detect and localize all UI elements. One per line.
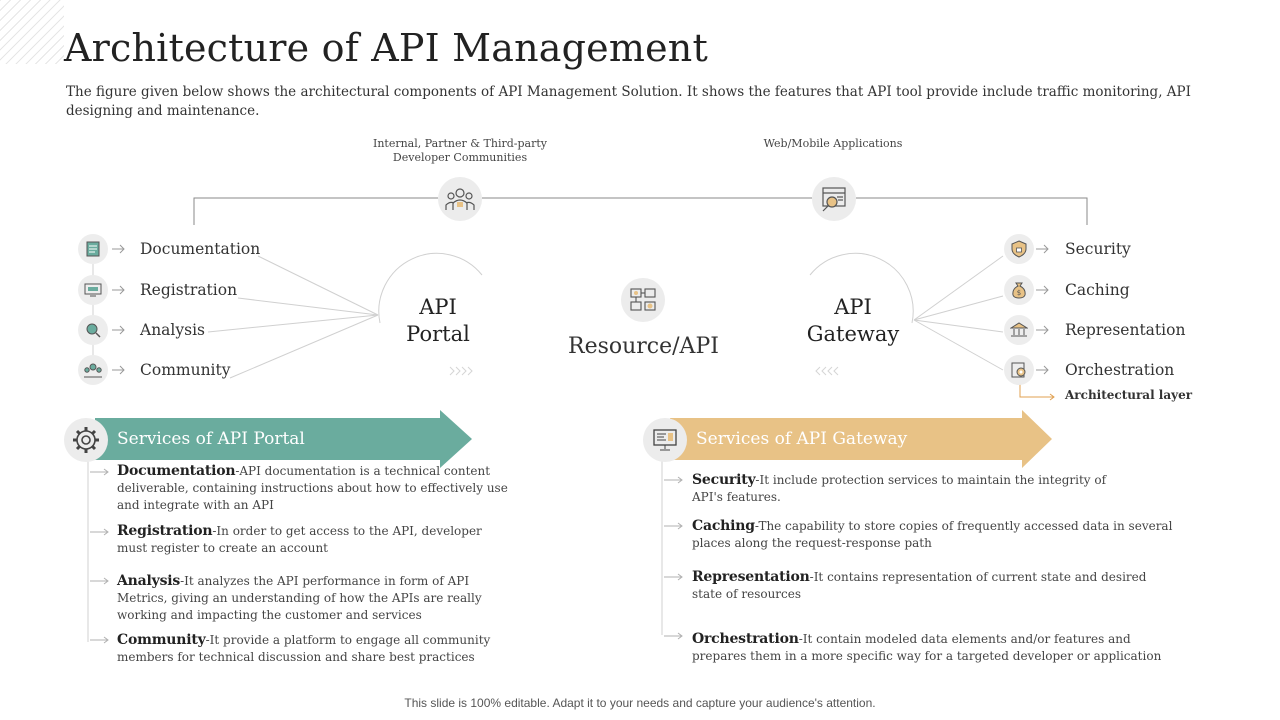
description: The capability to store copies of freque…: [692, 519, 1173, 550]
description: It analyzes the API performance in form …: [117, 574, 482, 622]
term: Analysis: [117, 573, 181, 589]
description: It include protection services to mainta…: [692, 473, 1107, 504]
gateway-services-banner-arrow: [670, 410, 1052, 468]
analysis-icon: [78, 315, 108, 345]
page-title: Architecture of API Management: [64, 26, 708, 70]
security-shield-icon: [1004, 234, 1034, 264]
representation-building-icon: [1004, 315, 1034, 345]
portal-service-registration: Registration-In order to get access to t…: [117, 523, 482, 555]
portal-item-registration: Registration: [140, 281, 238, 299]
description: It contain modeled data elements and/or …: [692, 632, 1162, 663]
portal-item-analysis: Analysis: [140, 321, 205, 339]
term: Registration: [117, 523, 213, 539]
portal-service-community: Community-It provide a platform to engag…: [117, 632, 491, 664]
portal-item-community: Community: [140, 361, 231, 379]
portal-service-analysis: Analysis-It analyzes the API performance…: [117, 573, 482, 622]
developer-communities-label: Internal, Partner & Third-party Develope…: [372, 137, 547, 164]
portal-arc: [378, 252, 483, 324]
term: Documentation: [117, 463, 236, 479]
description: In order to get access to the API, devel…: [117, 524, 482, 555]
monitor-dashboard-icon: [643, 418, 687, 462]
portal-services-banner: Services of API Portal: [117, 429, 305, 449]
gateway-service-security: Security-It include protection services …: [692, 472, 1107, 504]
top-left-connector: [193, 197, 438, 225]
orchestration-gear-icon: [1004, 355, 1034, 385]
footer-note: This slide is 100% editable. Adapt it to…: [404, 696, 876, 710]
term: Caching: [692, 518, 755, 534]
web-mobile-apps-label: Web/Mobile Applications: [763, 137, 903, 150]
gateway-item-caching: Caching: [1065, 281, 1130, 299]
gateway-service-orchestration: Orchestration-It contain modeled data el…: [692, 631, 1162, 663]
resource-api-label: Resource/API: [568, 334, 719, 359]
api-portal-title-line2: Portal: [406, 322, 470, 346]
gateway-arc: [809, 252, 914, 324]
term: Security: [692, 472, 756, 488]
api-gateway-title-line1: API: [834, 295, 872, 319]
community-icon: [78, 355, 108, 385]
gateway-services-banner: Services of API Gateway: [696, 429, 908, 449]
resource-api-icon: [621, 278, 665, 322]
api-portal-hub: API Portal: [368, 294, 508, 348]
api-gateway-hub: API Gateway: [783, 294, 923, 348]
api-gateway-title-line2: Gateway: [806, 322, 900, 346]
term: Orchestration: [692, 631, 799, 647]
description: It contains representation of current st…: [692, 570, 1147, 601]
gateway-item-orchestration: Orchestration: [1065, 361, 1175, 379]
term: Representation: [692, 569, 810, 585]
registration-icon: [78, 275, 108, 305]
portal-item-documentation: Documentation: [140, 240, 261, 258]
gateway-item-security: Security: [1065, 240, 1131, 258]
svg-text:$: $: [1017, 289, 1021, 297]
api-portal-title-line1: API: [419, 295, 457, 319]
term: Community: [117, 632, 206, 648]
description: It provide a platform to engage all comm…: [117, 633, 491, 664]
architectural-layer-label: Architectural layer: [1065, 388, 1193, 402]
page-subtitle: The figure given below shows the archite…: [66, 84, 1191, 119]
developer-group-icon: [438, 177, 482, 221]
portal-service-documentation: Documentation-API documentation is a tec…: [117, 463, 508, 512]
gateway-item-representation: Representation: [1065, 321, 1186, 339]
caching-money-bag-icon: $: [1004, 275, 1034, 305]
documentation-icon: [78, 234, 108, 264]
description: API documentation is a technical content…: [117, 464, 508, 512]
top-right-connector: [856, 197, 1088, 225]
portal-services-banner-arrow: [95, 410, 472, 468]
web-application-icon: [812, 177, 856, 221]
settings-gear-icon: [64, 418, 108, 462]
gateway-service-representation: Representation-It contains representatio…: [692, 569, 1147, 601]
gateway-service-caching: Caching-The capability to store copies o…: [692, 518, 1173, 550]
corner-decoration: [0, 0, 64, 64]
